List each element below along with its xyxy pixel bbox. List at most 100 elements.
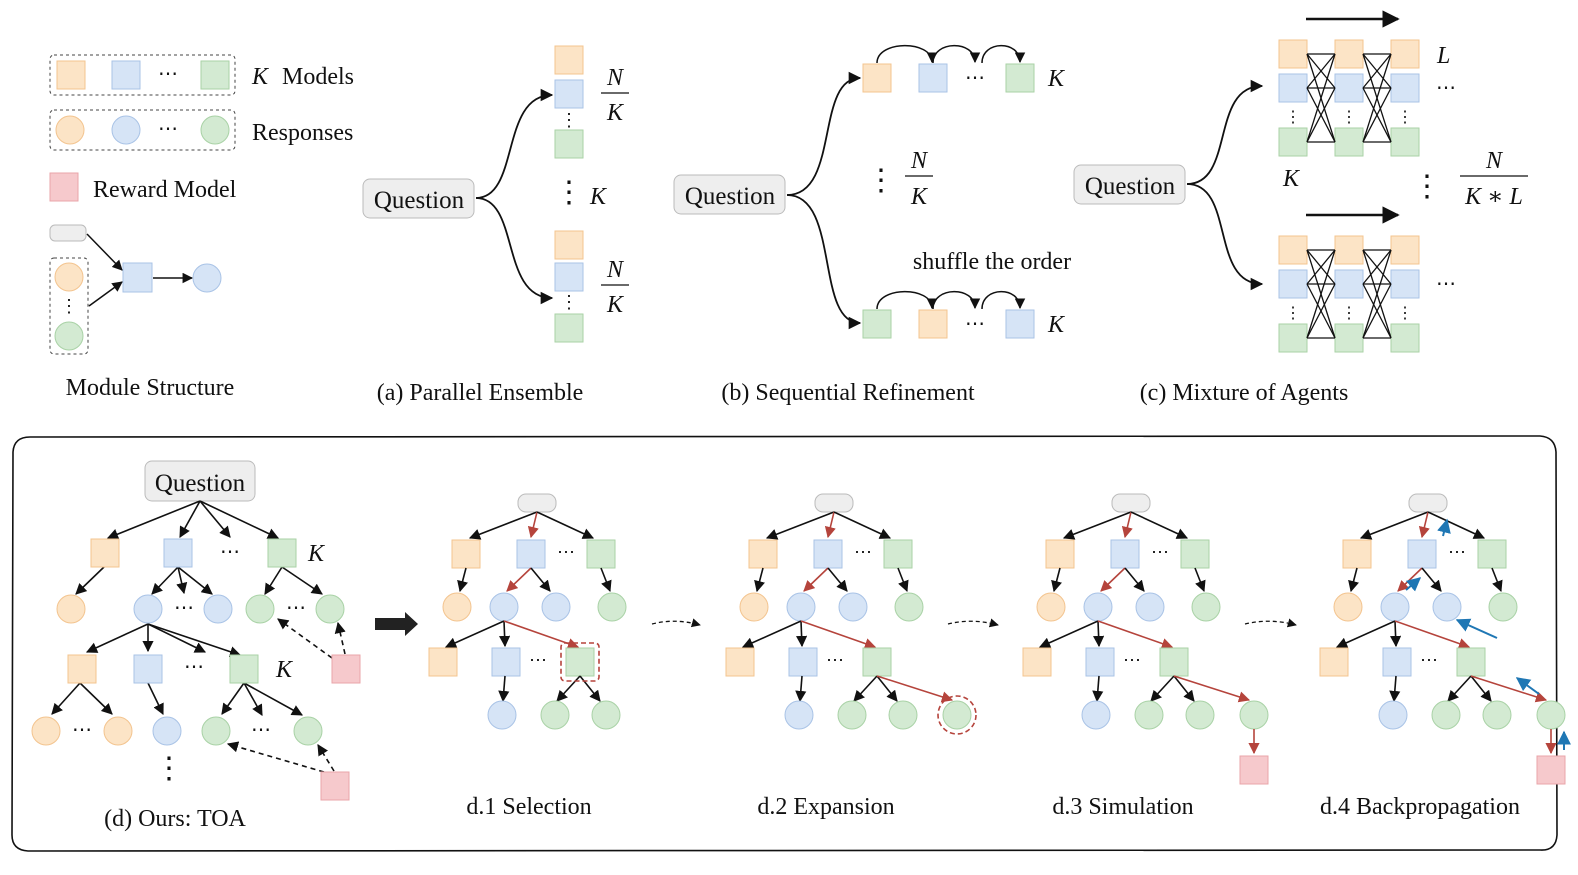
model-square-orange: [1278, 235, 1308, 265]
l-label: L: [1436, 43, 1450, 69]
reward-model-square: [49, 172, 79, 202]
module-vdots: ⋮: [60, 296, 78, 316]
selected-path-arrow: [824, 511, 836, 539]
branch-arrow: [786, 71, 862, 196]
tree-arrow: [243, 682, 303, 716]
k-label: K: [1047, 312, 1066, 338]
legend: ⋯ K Models ⋯ Responses Reward Model ⋮ Mo…: [49, 54, 354, 401]
response-circle-blue: [489, 592, 519, 622]
hdots: ⋯: [220, 541, 240, 563]
model-square-green: [229, 654, 259, 684]
model-square-blue: [133, 654, 163, 684]
panel-a-caption: (a) Parallel Ensemble: [377, 380, 584, 406]
branch-arrow: [786, 194, 862, 330]
model-square-blue: [1407, 539, 1437, 569]
module-arrow: [86, 233, 123, 271]
model-square-green: [862, 309, 892, 339]
response-circle-green: [200, 115, 230, 145]
model-square-orange: [862, 63, 892, 93]
model-square-blue: [1390, 73, 1420, 103]
step-tree-3: ⋯⋯d.3 Simulation: [1022, 493, 1269, 820]
model-square-orange: [1045, 539, 1075, 569]
tree-arrow: [876, 675, 898, 702]
response-circle-green: [942, 700, 972, 730]
response-circle-blue: [111, 115, 141, 145]
model-square-orange: [1319, 647, 1349, 677]
reward-dashed-arrow: [317, 744, 335, 772]
model-square-orange: [1022, 647, 1052, 677]
legend-dots: ⋯: [158, 118, 178, 140]
model-square-green: [1180, 539, 1210, 569]
tree-arrow: [176, 566, 188, 595]
question-label: Question: [374, 187, 465, 214]
model-square-green: [1390, 127, 1420, 157]
moa-layers-bottom: ⋮⋮⋮: [1278, 235, 1420, 353]
tree-arrow: [1335, 620, 1396, 648]
tree-arrow: [444, 620, 505, 648]
tree-arrow: [177, 566, 213, 595]
model-square-orange: [1334, 235, 1364, 265]
step-tree-2: ⋯⋯d.2 Expansion: [725, 493, 977, 820]
response-circle-blue: [784, 700, 814, 730]
model-square-blue: [1110, 539, 1140, 569]
model-square-orange: [554, 45, 584, 75]
response-circle-blue: [133, 594, 163, 624]
response-circle-orange: [103, 716, 133, 746]
model-square-orange: [67, 654, 97, 684]
response-circle-green: [1191, 592, 1221, 622]
branch-arrow: [475, 88, 554, 199]
model-square-orange: [1278, 39, 1308, 69]
refine-arrow: [981, 290, 1026, 310]
layer-connection: [1362, 283, 1392, 339]
k-label: K: [307, 541, 326, 567]
response-circle-orange: [739, 592, 769, 622]
backprop-arrow: [1405, 577, 1422, 592]
response-circle-orange: [31, 716, 61, 746]
panel-d-frame: [11, 435, 1558, 852]
model-square-green: [1477, 539, 1507, 569]
response-circle-green: [837, 700, 867, 730]
response-circle-green: [888, 700, 918, 730]
layer-connection: [1306, 53, 1336, 143]
fraction-denominator: K: [606, 292, 625, 318]
hdots: ⋯: [965, 313, 985, 335]
model-square-green: [1390, 323, 1420, 353]
tree-arrow: [853, 675, 878, 702]
response-circle-blue: [1432, 592, 1462, 622]
legend-models-k: K: [251, 64, 270, 90]
layer-connection: [1306, 283, 1336, 339]
tree-arrow: [1130, 511, 1189, 539]
hdots: ⋯: [1436, 77, 1456, 99]
response-circle-green: [201, 716, 231, 746]
tree-arrow: [1427, 511, 1486, 539]
selected-path-arrow: [1121, 511, 1133, 539]
hdots: ⋯: [251, 719, 271, 741]
model-square-green: [267, 538, 297, 568]
legend-models-label: Models: [282, 64, 354, 90]
tree-arrow: [147, 682, 164, 716]
hdots: ⋯: [557, 542, 575, 562]
model-square-blue: [1278, 73, 1308, 103]
response-circle-orange: [55, 115, 85, 145]
step-caption-4: d.4 Backpropagation: [1320, 794, 1520, 820]
selected-path-arrow: [506, 567, 532, 592]
model-square-green: [1456, 647, 1486, 677]
vdots: ⋮: [1285, 109, 1301, 126]
response-circle-orange: [1036, 592, 1066, 622]
panel-d-toa-tree: Question: [31, 460, 361, 832]
selected-path-arrow: [1100, 567, 1126, 592]
hdots: ⋯: [174, 597, 194, 619]
k-label: K: [589, 184, 608, 210]
fraction-numerator: N: [910, 148, 929, 174]
model-square-green: [200, 60, 230, 90]
refine-arrow: [981, 44, 1026, 64]
fraction-numerator: N: [1485, 148, 1504, 174]
model-square-green: [862, 647, 892, 677]
tree-arrow: [754, 567, 765, 593]
tree-arrow: [151, 566, 179, 595]
question-label: Question: [685, 183, 776, 210]
response-circle-green: [591, 700, 621, 730]
response-circle-blue: [1135, 592, 1165, 622]
model-square-orange: [1390, 39, 1420, 69]
